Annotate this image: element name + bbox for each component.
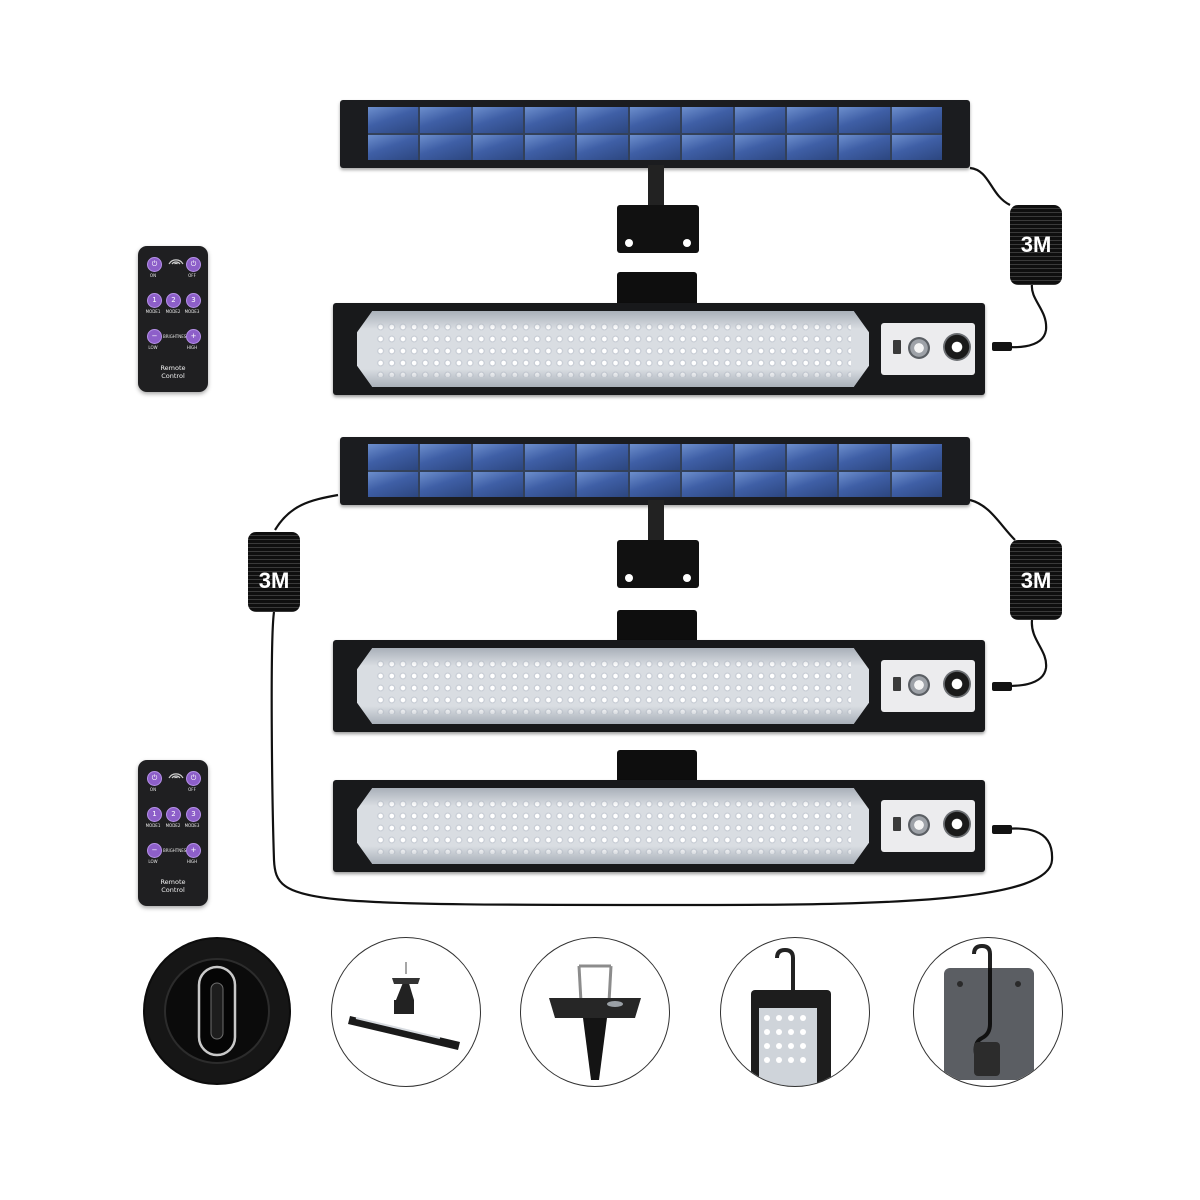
remote-title-line1: Remote	[160, 364, 186, 372]
motion-sensor-icon	[908, 674, 930, 696]
indicator-icon	[893, 817, 901, 831]
power-off-button[interactable]: ⏻	[186, 257, 201, 272]
low-button[interactable]: −	[147, 843, 162, 858]
power-on-button[interactable]: ⏻	[147, 771, 162, 786]
cable-length-label: 3M	[1020, 232, 1052, 257]
sensor-panel	[881, 323, 975, 375]
led-array	[357, 788, 869, 864]
light-bar-1	[333, 303, 985, 395]
remote-title-line1: Remote	[160, 878, 186, 886]
low-button[interactable]: −	[147, 329, 162, 344]
remote-control-1: ⏻ ON ⏻ OFF 1 2 3 MODE1 MODE2 MODE3 − BRI…	[138, 246, 208, 392]
sensor-panel	[881, 660, 975, 712]
cable-length-label: 3M	[258, 568, 290, 593]
led-array	[357, 311, 869, 387]
light-clip-2	[617, 610, 697, 642]
solar-cells	[368, 107, 942, 160]
light-bar-2	[333, 640, 985, 732]
usb-c-port-icon	[143, 937, 291, 1085]
light-sensor-icon	[943, 670, 971, 698]
light-sensor-icon	[943, 333, 971, 361]
usb-plug-3	[992, 825, 1012, 834]
light-bar-3	[333, 780, 985, 872]
ground-stake-mount-icon	[331, 937, 481, 1087]
motion-sensor-icon	[908, 337, 930, 359]
cable-coil-1: 3M	[1010, 205, 1062, 285]
indicator-icon	[893, 677, 901, 691]
power-on-button[interactable]: ⏻	[147, 257, 162, 272]
solar-panel-2	[340, 437, 970, 505]
remote-control-2: ⏻ ON ⏻ OFF 1 2 3 MODE1 MODE2 MODE3 − BRI…	[138, 760, 208, 906]
sensor-panel	[881, 800, 975, 852]
signal-icon	[168, 773, 184, 779]
wall-hook-plate-icon	[913, 937, 1063, 1087]
mode3-button[interactable]: 3	[186, 293, 201, 308]
light-sensor-icon	[943, 810, 971, 838]
signal-icon	[168, 259, 184, 265]
cable-coil-right: 3M	[1010, 540, 1062, 620]
motion-sensor-icon	[908, 814, 930, 836]
remote-title-line2: Control	[161, 886, 185, 894]
mode3-button[interactable]: 3	[186, 807, 201, 822]
mode2-button[interactable]: 2	[166, 293, 181, 308]
light-clip-1	[617, 272, 697, 304]
cable-length-label: 3M	[1020, 568, 1052, 593]
solar-panel-1	[340, 100, 970, 168]
wall-mount-plate-2	[617, 540, 699, 588]
hanging-hook-light-icon	[720, 937, 870, 1087]
mode1-button[interactable]: 1	[147, 293, 162, 308]
led-array	[357, 648, 869, 724]
stake-bracket-icon	[520, 937, 670, 1087]
power-off-button[interactable]: ⏻	[186, 771, 201, 786]
remote-title-line2: Control	[161, 372, 185, 380]
high-button[interactable]: +	[186, 329, 201, 344]
solar-cells	[368, 444, 942, 497]
mode2-button[interactable]: 2	[166, 807, 181, 822]
mode1-button[interactable]: 1	[147, 807, 162, 822]
high-button[interactable]: +	[186, 843, 201, 858]
usb-plug-2	[992, 682, 1012, 691]
light-clip-3	[617, 750, 697, 782]
indicator-icon	[893, 340, 901, 354]
wall-mount-plate-1	[617, 205, 699, 253]
cable-coil-left: 3M	[248, 532, 300, 612]
usb-plug-1	[992, 342, 1012, 351]
